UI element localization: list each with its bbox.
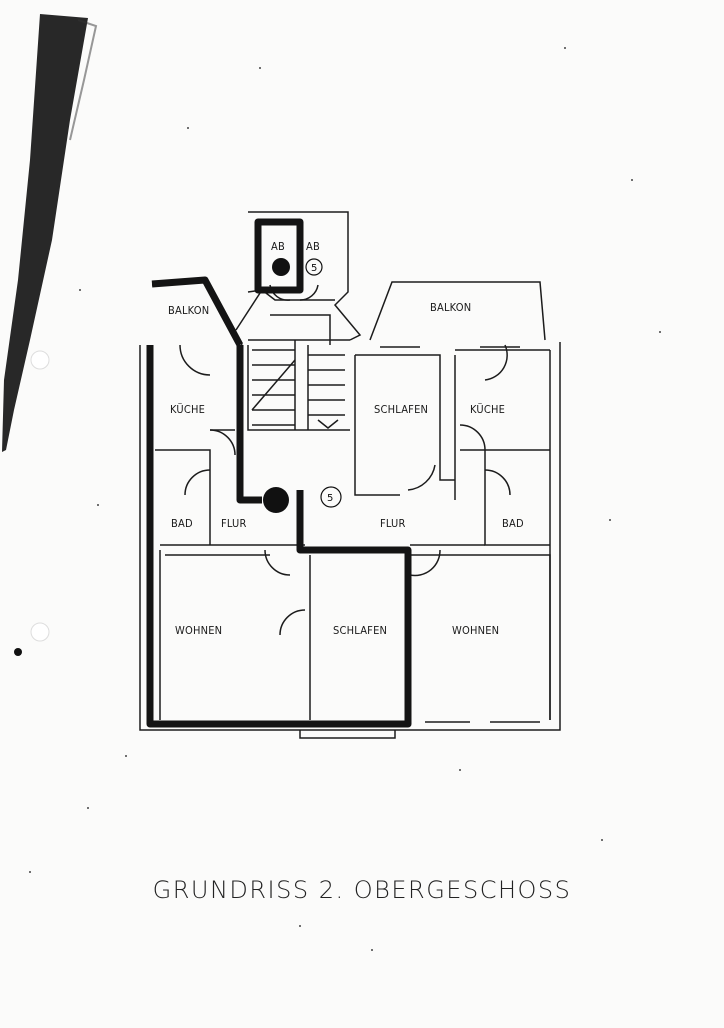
room-label-wohnen-right: WOHNEN: [452, 624, 499, 637]
chimney-mid: [263, 487, 289, 513]
room-label-kueche-left: KÜCHE: [170, 403, 205, 416]
walls-thin: [139, 211, 561, 739]
room-label-flur-left: FLUR: [221, 517, 247, 530]
room-label-schlafen-top: SCHLAFEN: [374, 403, 428, 416]
scan-edge-shadow: [2, 14, 88, 452]
room-label-ab-left: AB: [271, 240, 285, 253]
scan-specks: [29, 47, 661, 951]
room-label-balkon-right: BALKON: [430, 301, 471, 314]
stair-number-mid: 5: [327, 493, 333, 504]
room-label-schlafen-bottom: SCHLAFEN: [333, 624, 387, 637]
stair-number-top: 5: [311, 263, 317, 274]
chimney-top: [272, 258, 290, 276]
room-label-ab-right: AB: [306, 240, 320, 253]
walls-thick: [146, 218, 412, 728]
stair-number-top-circle: [305, 258, 323, 276]
page-title: GRUNDRISS 2. OBERGESCHOSS: [152, 876, 572, 904]
room-label-bad-left: BAD: [171, 517, 193, 530]
room-label-flur-right: FLUR: [380, 517, 406, 530]
room-label-kueche-right: KÜCHE: [470, 403, 505, 416]
stair-number-mid-circle: [320, 486, 342, 508]
scan-edge-noise: [69, 19, 98, 141]
punch-hole-bottom: [30, 622, 50, 642]
punch-hole-top: [30, 350, 50, 370]
room-label-wohnen-left: WOHNEN: [175, 624, 222, 637]
room-label-balkon-left: BALKON: [168, 304, 209, 317]
room-label-bad-right: BAD: [502, 517, 524, 530]
scan-speck: [14, 648, 22, 656]
